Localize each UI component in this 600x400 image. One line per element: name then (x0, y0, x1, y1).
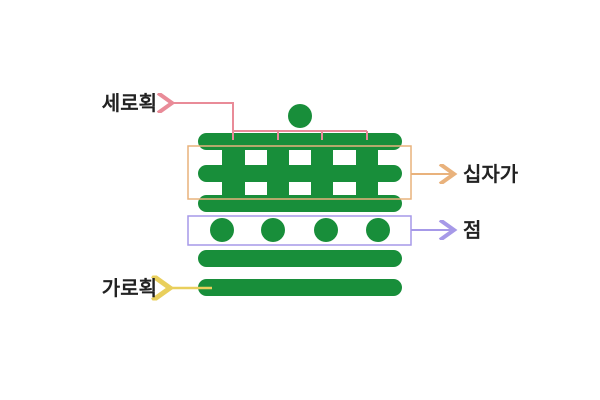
label-horizontal-stroke: 가로획 (102, 276, 157, 300)
bar-4 (198, 250, 402, 267)
label-vertical-stroke: 세로획 (102, 91, 157, 115)
row-dot-4 (366, 218, 390, 242)
green-shapes (198, 104, 402, 296)
label-cross: 십자가 (463, 162, 519, 186)
column-4 (356, 145, 378, 200)
row-dot-3 (314, 218, 338, 242)
bar-2 (198, 165, 402, 182)
cross-highlight-box (187, 145, 412, 200)
row-dot-1 (210, 218, 234, 242)
top-dot (288, 104, 312, 128)
bar-5 (198, 279, 402, 296)
row-dot-2 (261, 218, 285, 242)
column-3 (311, 145, 333, 200)
label-dot: 점 (463, 218, 481, 242)
column-1 (222, 145, 245, 200)
column-2 (267, 145, 289, 200)
vertical-stroke-annotation (172, 103, 368, 140)
